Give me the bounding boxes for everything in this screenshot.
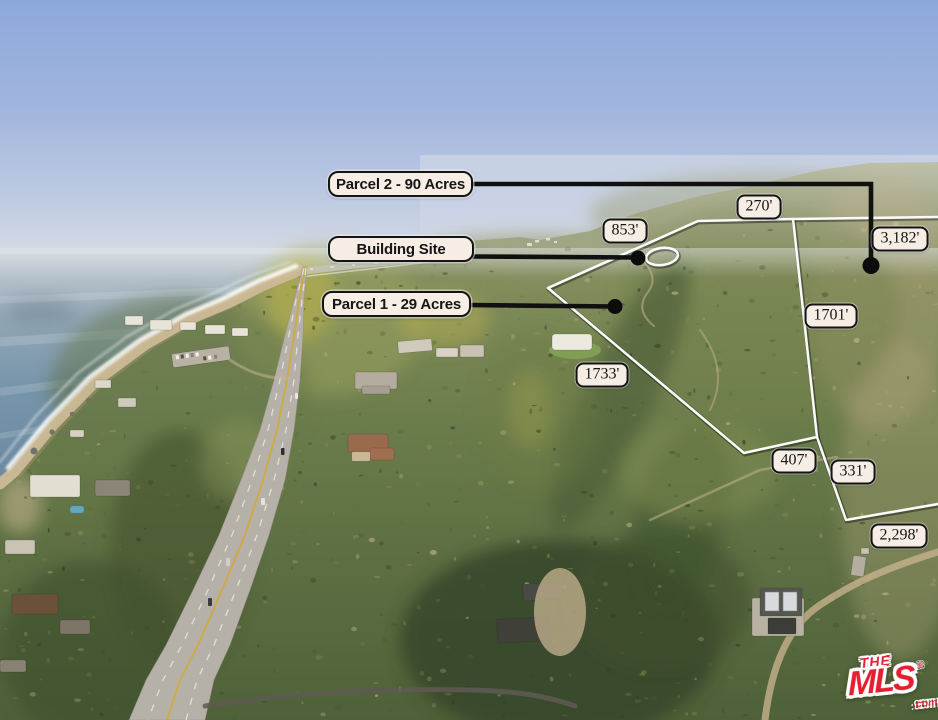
callout-parcel-2: Parcel 2 - 90 Acres <box>328 171 473 197</box>
measurement-1733: 1733' <box>575 362 629 388</box>
measurement-853: 853' <box>602 218 648 244</box>
parcel-2-dot <box>862 257 880 274</box>
buildings <box>0 315 870 673</box>
measurement-1701: 1701' <box>804 303 858 329</box>
measurement-407: 407' <box>771 448 817 474</box>
callout-building-site: Building Site <box>328 236 474 262</box>
leader-dots <box>607 250 880 314</box>
measurement-270: 270' <box>736 194 782 220</box>
building-site-ellipse <box>644 246 680 267</box>
building-site-leader <box>470 254 639 260</box>
logo-registered-mark: ® <box>916 660 924 671</box>
measurement-331: 331' <box>830 459 876 485</box>
parcel-2-south-boundary <box>815 435 938 522</box>
parcel-1-boundary <box>546 217 819 455</box>
building-site-dot <box>630 250 646 266</box>
parcel-boundary-lines <box>546 215 938 524</box>
parcel-2-leader <box>472 181 874 258</box>
parcel-1-leader <box>468 302 616 309</box>
vehicles <box>208 393 298 606</box>
measurement-3182: 3,182' <box>871 226 929 252</box>
pch-highway <box>128 266 308 720</box>
parcel-1-dot <box>607 299 623 314</box>
leader-lines <box>468 181 874 309</box>
parcel-2-north-boundary <box>791 215 938 221</box>
measurement-2298: 2,298' <box>870 523 928 549</box>
themls-logo: THE MLS ® .com <box>840 643 938 720</box>
logo-dotcom-text: .com <box>912 696 938 711</box>
logo-mls-text: MLS <box>847 658 915 704</box>
callout-parcel-1: Parcel 1 - 29 Acres <box>322 291 471 317</box>
